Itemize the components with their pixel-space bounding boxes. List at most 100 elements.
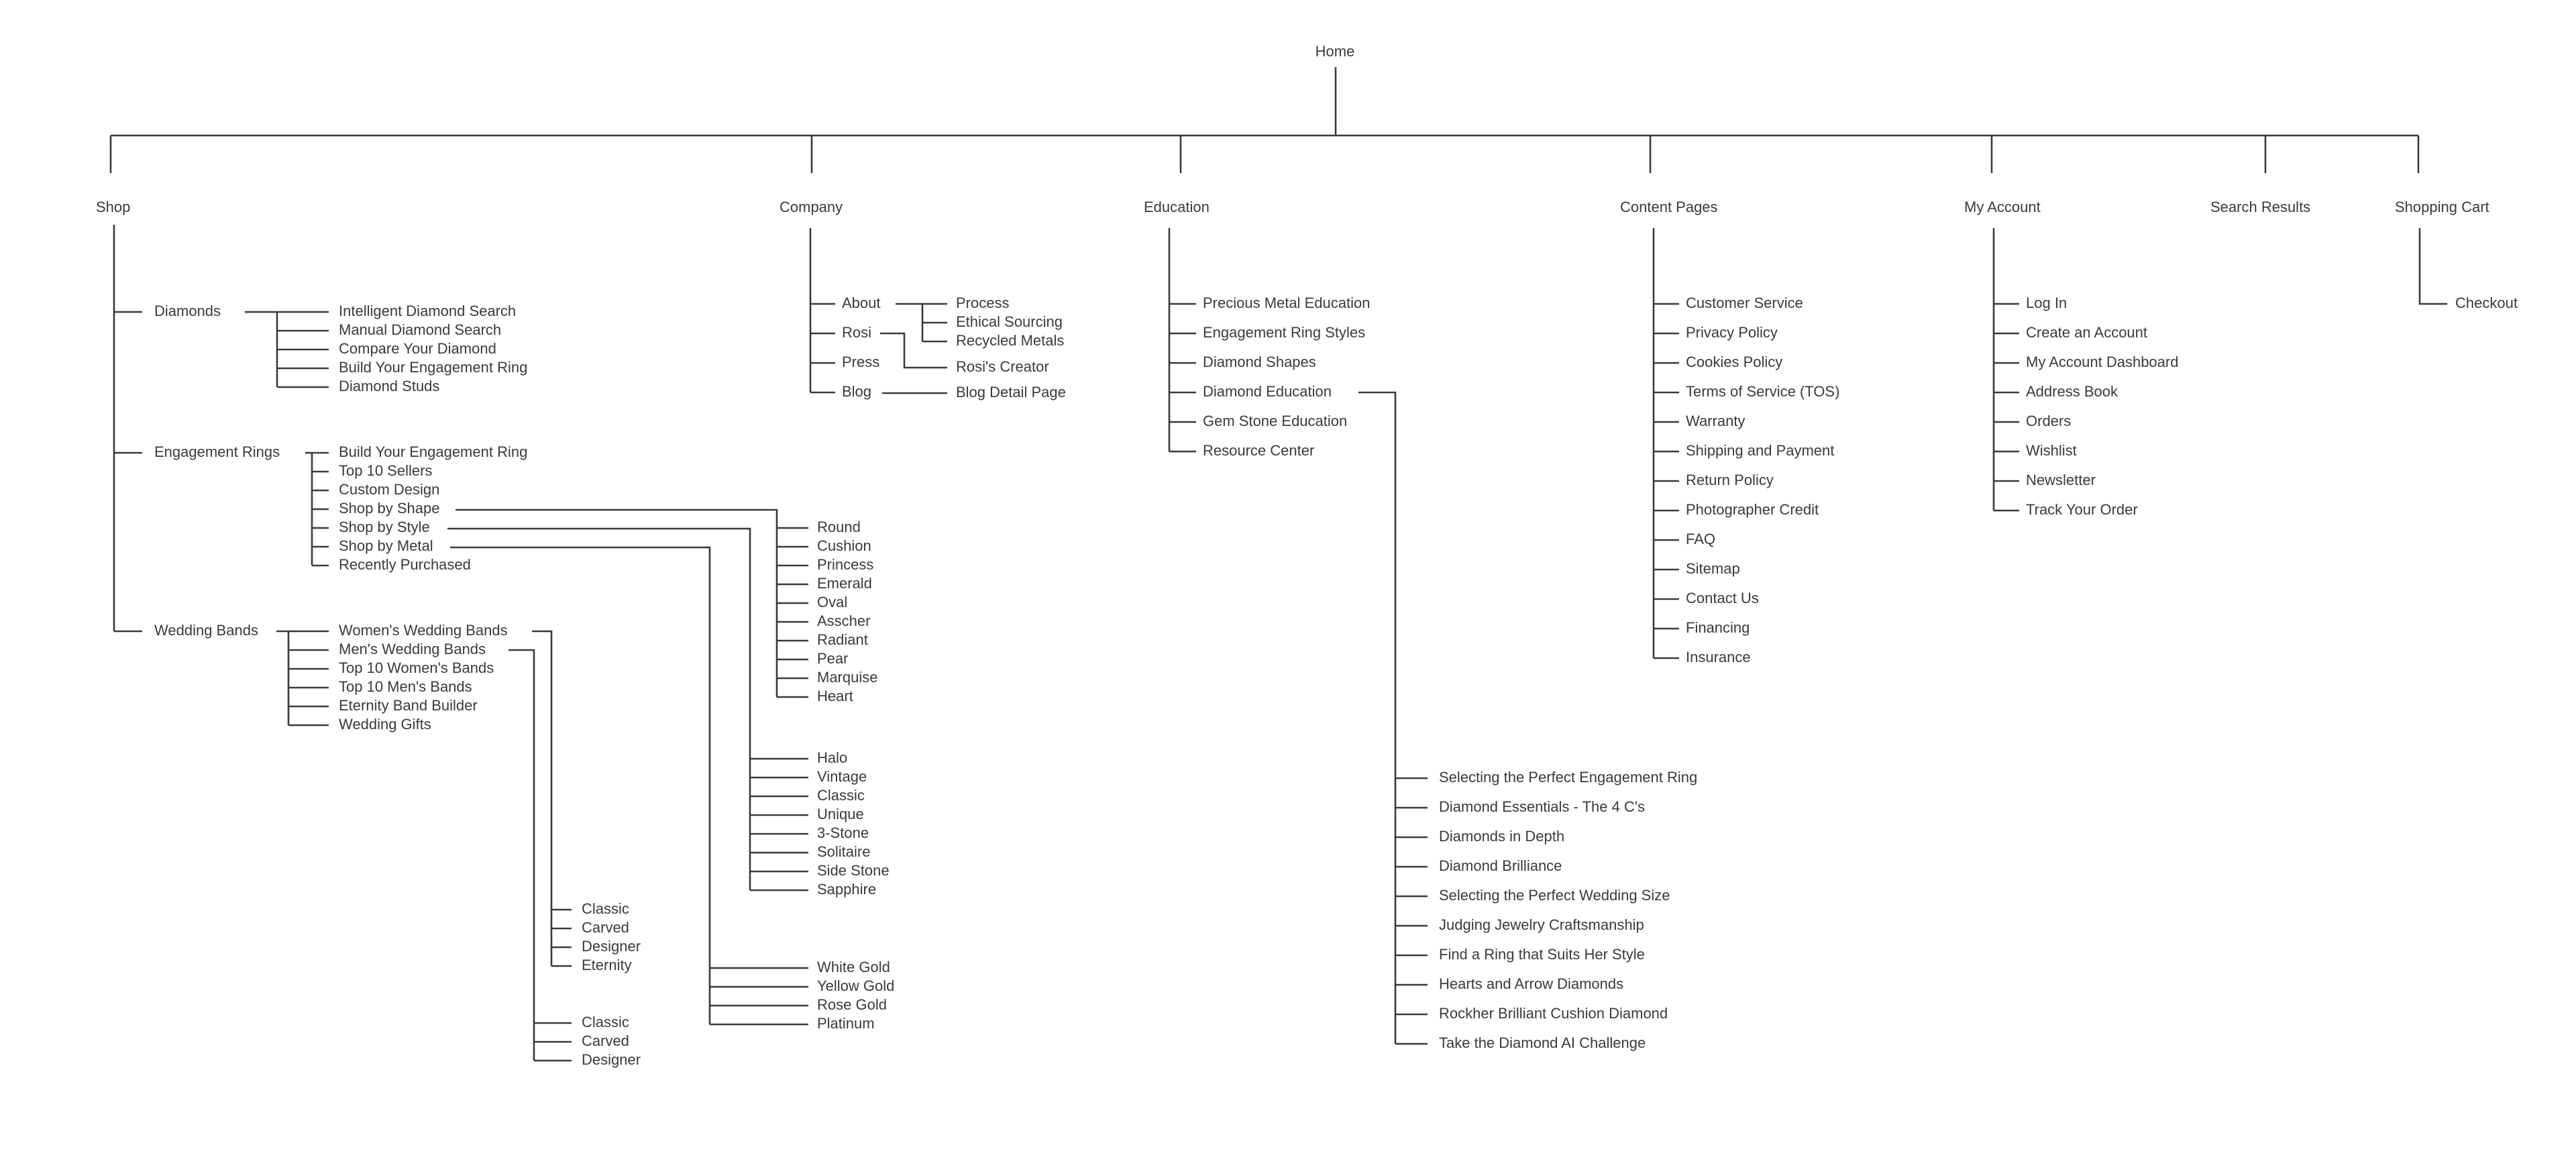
shape-item-pear[interactable]: Pear [817, 650, 848, 667]
shape-item-emerald[interactable]: Emerald [817, 575, 872, 592]
rosi-item-rosi-s-creator[interactable]: Rosi's Creator [956, 358, 1049, 375]
content-item-financing[interactable]: Financing [1686, 619, 1750, 636]
diamond-education-item-diamond-essentials-the-4-c-s[interactable]: Diamond Essentials - The 4 C's [1439, 798, 1645, 815]
top-content-pages[interactable]: Content Pages [1620, 199, 1718, 215]
account-item-wishlist[interactable]: Wishlist [2026, 442, 2077, 459]
education-item-resource-center[interactable]: Resource Center [1203, 442, 1314, 459]
education-item-engagement-ring-styles[interactable]: Engagement Ring Styles [1203, 324, 1365, 341]
metal-item-platinum[interactable]: Platinum [817, 1015, 875, 1032]
company-item-press[interactable]: Press [842, 354, 879, 370]
account-item-address-book[interactable]: Address Book [2026, 383, 2118, 400]
engagement-item-top-10-sellers[interactable]: Top 10 Sellers [339, 462, 432, 479]
diamond-education-item-diamonds-in-depth[interactable]: Diamonds in Depth [1439, 828, 1564, 845]
men-band-item-classic[interactable]: Classic [582, 1014, 629, 1030]
content-item-cookies-policy[interactable]: Cookies Policy [1686, 354, 1782, 370]
top-my-account[interactable]: My Account [1964, 199, 2041, 215]
shape-item-asscher[interactable]: Asscher [817, 612, 870, 629]
shape-item-round[interactable]: Round [817, 519, 861, 535]
shop-group-diamonds[interactable]: Diamonds [154, 303, 221, 319]
shape-item-princess[interactable]: Princess [817, 556, 873, 573]
men-band-item-designer[interactable]: Designer [582, 1051, 641, 1068]
style-item-3-stone[interactable]: 3-Stone [817, 824, 869, 841]
company-item-blog[interactable]: Blog [842, 383, 871, 400]
style-item-classic[interactable]: Classic [817, 787, 865, 804]
wedding-item-eternity-band-builder[interactable]: Eternity Band Builder [339, 697, 478, 714]
shop-group-wedding-bands[interactable]: Wedding Bands [154, 622, 258, 639]
about-item-ethical-sourcing[interactable]: Ethical Sourcing [956, 313, 1063, 330]
metal-item-white-gold[interactable]: White Gold [817, 959, 890, 975]
style-item-solitaire[interactable]: Solitaire [817, 843, 870, 860]
diamond-education-item-find-a-ring-that-suits-her-style[interactable]: Find a Ring that Suits Her Style [1439, 946, 1645, 963]
company-item-about[interactable]: About [842, 295, 881, 311]
account-item-track-your-order[interactable]: Track Your Order [2026, 501, 2138, 518]
diamond-education-item-diamond-brilliance[interactable]: Diamond Brilliance [1439, 857, 1562, 874]
diamond-education-item-judging-jewelry-craftsmanship[interactable]: Judging Jewelry Craftsmanship [1439, 916, 1644, 933]
diamond-education-item-selecting-the-perfect-engagement-ring[interactable]: Selecting the Perfect Engagement Ring [1439, 769, 1697, 786]
account-item-create-an-account[interactable]: Create an Account [2026, 324, 2147, 341]
root-home[interactable]: Home [1316, 43, 1355, 60]
top-education[interactable]: Education [1144, 199, 1210, 215]
content-item-privacy-policy[interactable]: Privacy Policy [1686, 324, 1778, 341]
style-item-unique[interactable]: Unique [817, 806, 864, 822]
shop-group-engagement-rings[interactable]: Engagement Rings [154, 443, 280, 460]
wedding-item-men-s-wedding-bands[interactable]: Men's Wedding Bands [339, 641, 486, 657]
education-item-gem-stone-education[interactable]: Gem Stone Education [1203, 413, 1347, 429]
engagement-item-custom-design[interactable]: Custom Design [339, 481, 439, 498]
top-company[interactable]: Company [780, 199, 843, 215]
women-band-item-eternity[interactable]: Eternity [582, 957, 632, 973]
content-item-insurance[interactable]: Insurance [1686, 649, 1751, 665]
content-item-shipping-and-payment[interactable]: Shipping and Payment [1686, 442, 1834, 459]
diamonds-item-compare-your-diamond[interactable]: Compare Your Diamond [339, 340, 496, 357]
education-item-diamond-education[interactable]: Diamond Education [1203, 383, 1332, 400]
diamond-education-item-rockher-brilliant-cushion-diamond[interactable]: Rockher Brilliant Cushion Diamond [1439, 1005, 1668, 1022]
account-item-log-in[interactable]: Log In [2026, 295, 2067, 311]
wedding-item-top-10-men-s-bands[interactable]: Top 10 Men's Bands [339, 678, 472, 695]
education-item-diamond-shapes[interactable]: Diamond Shapes [1203, 354, 1316, 370]
top-search-results[interactable]: Search Results [2210, 199, 2310, 215]
shape-item-marquise[interactable]: Marquise [817, 669, 877, 686]
diamonds-item-build-your-engagement-ring[interactable]: Build Your Engagement Ring [339, 359, 527, 376]
shape-item-oval[interactable]: Oval [817, 594, 847, 610]
wedding-item-top-10-women-s-bands[interactable]: Top 10 Women's Bands [339, 659, 494, 676]
top-shopping-cart[interactable]: Shopping Cart [2395, 199, 2489, 215]
diamonds-item-diamond-studs[interactable]: Diamond Studs [339, 378, 439, 394]
content-item-sitemap[interactable]: Sitemap [1686, 560, 1740, 577]
diamonds-item-manual-diamond-search[interactable]: Manual Diamond Search [339, 321, 501, 338]
shape-item-cushion[interactable]: Cushion [817, 537, 871, 554]
education-item-precious-metal-education[interactable]: Precious Metal Education [1203, 295, 1370, 311]
account-item-orders[interactable]: Orders [2026, 413, 2071, 429]
about-item-process[interactable]: Process [956, 295, 1009, 311]
content-item-contact-us[interactable]: Contact Us [1686, 590, 1759, 606]
blog-item-blog-detail-page[interactable]: Blog Detail Page [956, 384, 1066, 400]
metal-item-rose-gold[interactable]: Rose Gold [817, 996, 887, 1013]
about-item-recycled-metals[interactable]: Recycled Metals [956, 332, 1064, 349]
engagement-item-recently-purchased[interactable]: Recently Purchased [339, 556, 471, 573]
style-item-halo[interactable]: Halo [817, 749, 847, 766]
wedding-item-women-s-wedding-bands[interactable]: Women's Wedding Bands [339, 622, 508, 639]
men-band-item-carved[interactable]: Carved [582, 1032, 629, 1049]
content-item-faq[interactable]: FAQ [1686, 531, 1715, 547]
engagement-item-shop-by-shape[interactable]: Shop by Shape [339, 500, 439, 517]
women-band-item-classic[interactable]: Classic [582, 900, 629, 917]
content-item-terms-of-service-tos[interactable]: Terms of Service (TOS) [1686, 383, 1839, 400]
account-item-my-account-dashboard[interactable]: My Account Dashboard [2026, 354, 2178, 370]
content-item-photographer-credit[interactable]: Photographer Credit [1686, 501, 1819, 518]
engagement-item-build-your-engagement-ring[interactable]: Build Your Engagement Ring [339, 443, 527, 460]
style-item-sapphire[interactable]: Sapphire [817, 881, 876, 898]
engagement-item-shop-by-metal[interactable]: Shop by Metal [339, 537, 433, 554]
company-item-rosi[interactable]: Rosi [842, 324, 871, 341]
wedding-item-wedding-gifts[interactable]: Wedding Gifts [339, 716, 431, 733]
cart-item-checkout[interactable]: Checkout [2455, 295, 2518, 311]
style-item-vintage[interactable]: Vintage [817, 768, 867, 785]
diamond-education-item-take-the-diamond-ai-challenge[interactable]: Take the Diamond AI Challenge [1439, 1034, 1646, 1051]
content-item-warranty[interactable]: Warranty [1686, 413, 1745, 429]
metal-item-yellow-gold[interactable]: Yellow Gold [817, 977, 894, 994]
engagement-item-shop-by-style[interactable]: Shop by Style [339, 519, 430, 535]
account-item-newsletter[interactable]: Newsletter [2026, 472, 2096, 488]
women-band-item-carved[interactable]: Carved [582, 919, 629, 936]
content-item-return-policy[interactable]: Return Policy [1686, 472, 1774, 488]
style-item-side-stone[interactable]: Side Stone [817, 862, 890, 879]
content-item-customer-service[interactable]: Customer Service [1686, 295, 1803, 311]
diamonds-item-intelligent-diamond-search[interactable]: Intelligent Diamond Search [339, 303, 516, 319]
diamond-education-item-hearts-and-arrow-diamonds[interactable]: Hearts and Arrow Diamonds [1439, 975, 1623, 992]
